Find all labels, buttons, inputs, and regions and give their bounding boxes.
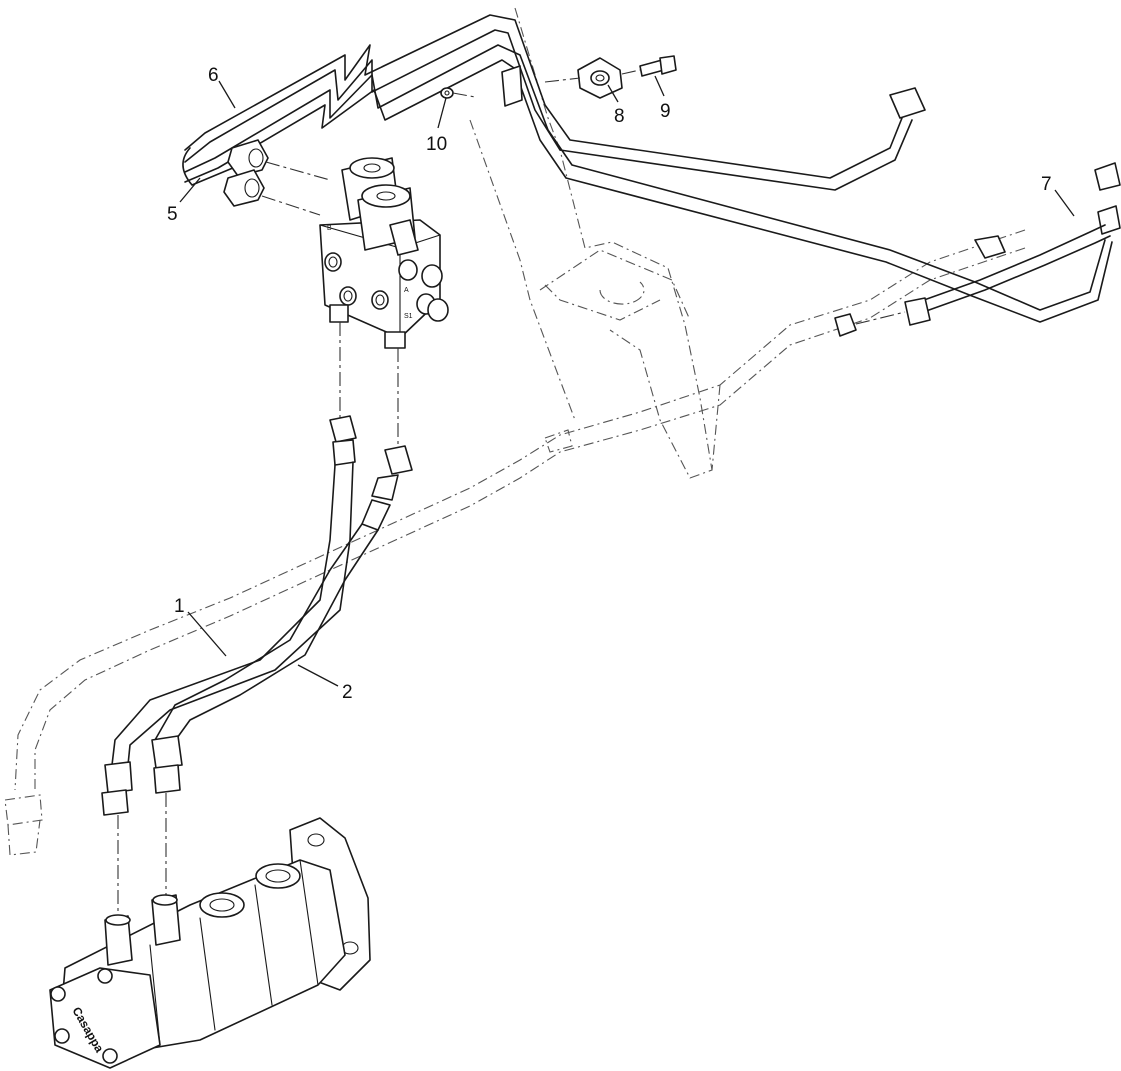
valve-port-mark-s1: S1 — [404, 313, 413, 320]
tube-clamp-8 — [544, 57, 641, 99]
callout-8: 8 — [607, 84, 625, 127]
tube-6 — [182, 14, 1121, 323]
svg-text:10: 10 — [426, 134, 447, 155]
callout-5: 5 — [167, 177, 201, 225]
valve-side-nuts — [223, 139, 331, 216]
hydraulic-pump: Casappa — [49, 817, 371, 1069]
callout-9: 9 — [654, 75, 671, 122]
valve-port-mark-a: A — [404, 287, 409, 294]
svg-text:7: 7 — [1041, 174, 1052, 195]
tube-7 — [834, 224, 1111, 337]
svg-text:2: 2 — [342, 682, 353, 703]
washer-10 — [440, 87, 476, 99]
phantom-frame — [4, 7, 1026, 856]
bolt-9 — [639, 55, 677, 77]
valve-port-mark-b: B — [327, 225, 332, 232]
svg-text:8: 8 — [614, 106, 625, 127]
callout-7: 7 — [1041, 174, 1075, 217]
svg-text:5: 5 — [167, 204, 178, 225]
callout-10: 10 — [426, 97, 447, 155]
svg-text:6: 6 — [208, 65, 219, 86]
hose-1 — [101, 415, 357, 816]
hose-2 — [151, 445, 413, 794]
svg-text:9: 9 — [660, 101, 671, 122]
callout-6: 6 — [208, 65, 236, 109]
callout-1: 1 — [174, 596, 227, 657]
frame-bracket — [501, 65, 523, 107]
control-valve: B A S1 — [319, 157, 449, 349]
svg-text:1: 1 — [174, 596, 185, 617]
callout-2: 2 — [297, 664, 353, 703]
